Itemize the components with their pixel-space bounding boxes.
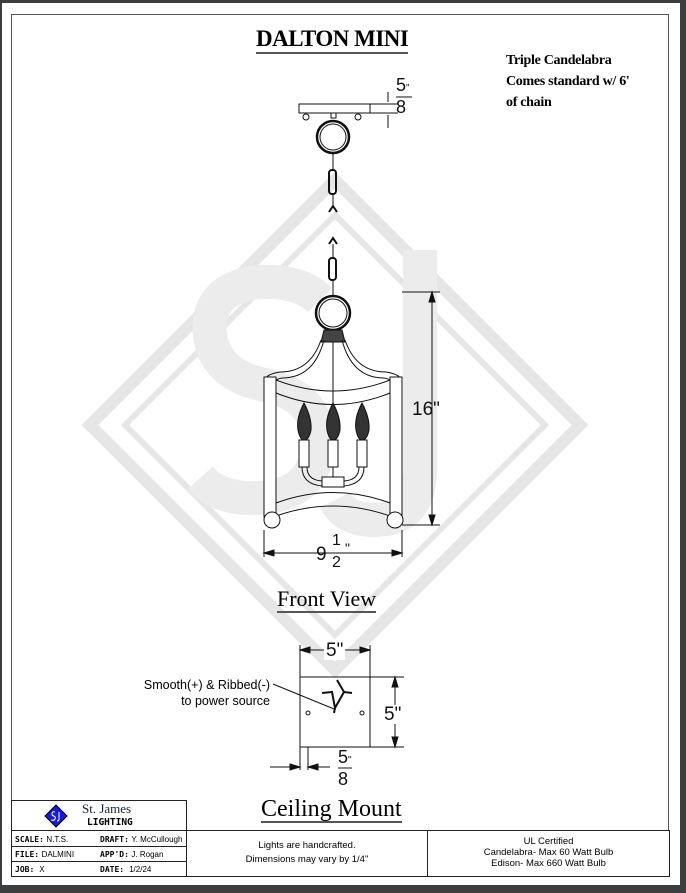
- cert-line: Candelabra- Max 60 Watt Bulb: [483, 847, 614, 858]
- width-dim-whole: 9: [316, 544, 327, 565]
- front-view-label: Front View: [277, 586, 377, 613]
- draft-label: DRAFT:: [100, 835, 129, 844]
- appd-value: J. Rogan: [131, 850, 164, 859]
- canopy-dim-den: 8: [396, 97, 407, 117]
- watermark-logo: [187, 250, 437, 538]
- date-value: 1/2/24: [129, 865, 152, 874]
- mount-offset-num: 5: [338, 747, 349, 767]
- mount-offset-den: 8: [338, 769, 349, 789]
- note-line: Dimensions may vary by 1/4": [245, 854, 369, 865]
- job-label: JOB:: [15, 865, 35, 874]
- front-view: [262, 92, 440, 557]
- handcrafted-note: Lights are handcrafted. Dimensions may v…: [186, 830, 428, 877]
- ceiling-mount-view: [270, 645, 404, 771]
- date-label: DATE:: [100, 865, 125, 874]
- mount-offset-unit: ": [348, 755, 352, 766]
- canopy-dim-unit: ": [406, 83, 410, 94]
- height-dim: 16": [412, 399, 440, 420]
- note-line: Comes standard w/ 6': [506, 74, 630, 89]
- ceiling-mount-label: Ceiling Mount: [261, 796, 402, 823]
- width-dim-num: 1: [332, 532, 341, 549]
- logo-box: St. James LIGHTING: [11, 800, 187, 831]
- wiring-callout: Smooth(+) & Ribbed(-) to power source: [120, 677, 270, 709]
- note-line: of chain: [506, 95, 552, 110]
- file-value: DALMINI: [41, 850, 75, 859]
- width-dim-unit: ": [345, 540, 350, 556]
- company-sub: LIGHTING: [87, 817, 133, 828]
- certification-box: UL Certified Candelabra- Max 60 Watt Bul…: [427, 830, 670, 877]
- drawing-info: SCALE: N.T.S. DRAFT: Y. McCullough FILE:…: [11, 830, 187, 877]
- mount-width-dim: 5": [324, 640, 346, 661]
- draft-value: Y. McCullough: [131, 835, 183, 844]
- scale-value: N.T.S.: [46, 835, 69, 844]
- width-dim-den: 2: [332, 554, 341, 571]
- note-line: Lights are handcrafted.: [258, 840, 356, 851]
- product-notes: Triple Candelabra Comes standard w/ 6' o…: [506, 50, 630, 113]
- job-value: X: [39, 865, 45, 874]
- watermark-diamond: [81, 171, 589, 679]
- callout-line: Smooth(+) & Ribbed(-): [143, 678, 270, 692]
- note-line: Triple Candelabra: [506, 53, 612, 68]
- company-logo-icon: [44, 804, 68, 828]
- appd-label: APP'D:: [100, 850, 129, 859]
- product-title: DALTON MINI: [256, 26, 409, 54]
- callout-line: to power source: [181, 694, 270, 708]
- file-label: FILE:: [15, 850, 40, 859]
- cert-line: Edison- Max 660 Watt Bulb: [491, 858, 606, 869]
- cert-line: UL Certified: [523, 836, 574, 847]
- scale-label: SCALE:: [15, 835, 44, 844]
- canopy-dim-num: 5: [396, 75, 407, 95]
- mount-height-dim: 5": [384, 704, 402, 725]
- company-name: St. James: [82, 801, 132, 816]
